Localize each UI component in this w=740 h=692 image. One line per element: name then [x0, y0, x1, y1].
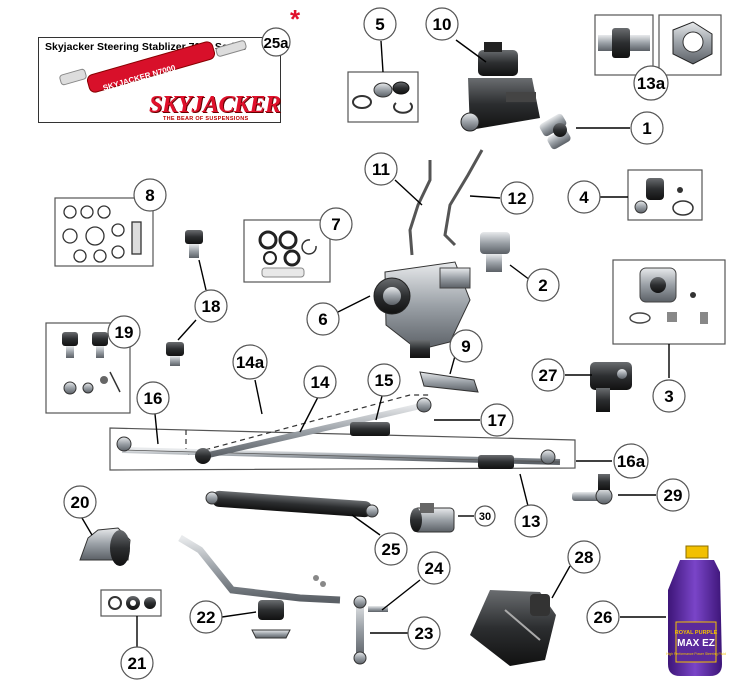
- callout-14: 14: [311, 373, 330, 392]
- bushing-kit-image: [108, 596, 156, 610]
- sway-bar-bushing-image: [251, 600, 291, 639]
- callout-2: 2: [538, 276, 547, 295]
- callout-10: 10: [433, 15, 452, 34]
- gearbox-skid-plate-image: [470, 590, 556, 666]
- sector-seal-kit-image: [258, 230, 317, 278]
- bottle-subtitle-label: High Performance Power Steering Fluid: [666, 652, 726, 656]
- adjuster-clamp-image: [410, 503, 455, 533]
- callout-23: 23: [415, 624, 434, 643]
- pitman-arm-image: [419, 371, 479, 393]
- drag-link-group-box: [109, 427, 576, 471]
- callout-4: 4: [579, 188, 589, 207]
- steering-stabilizer-shock-image: [205, 490, 379, 518]
- callout-30: 30: [479, 511, 491, 523]
- callout-6: 6: [318, 310, 327, 329]
- callout-25a: 25a: [263, 35, 289, 52]
- pitman-seal-kit-image: [634, 178, 694, 216]
- return-hose-image: [443, 149, 484, 247]
- steering-u-joint-image: [539, 113, 571, 150]
- callout-22: 22: [197, 608, 216, 627]
- callout-8: 8: [145, 186, 154, 205]
- callout-11: 11: [372, 160, 390, 179]
- adjuster-sleeve-image: [598, 28, 650, 58]
- callout-25: 25: [382, 540, 401, 559]
- callout-18: 18: [202, 297, 221, 316]
- tie-rod-ball-joint-image: [166, 230, 203, 366]
- ball-joint-kit-image: [62, 332, 121, 395]
- callout-3: 3: [664, 387, 673, 406]
- bottle-brand-label: ROYAL PURPLE: [675, 630, 718, 636]
- tie-rod-end-image: [572, 474, 613, 505]
- pitman-joint-image: [480, 232, 510, 272]
- skyjacker-logo: SKYJACKER: [149, 92, 281, 118]
- callout-21: 21: [128, 654, 147, 673]
- snap-ring-kit-image: [352, 81, 413, 114]
- gearbox-brace-image: [590, 362, 632, 412]
- callout-12: 12: [508, 189, 527, 208]
- callout-9: 9: [461, 337, 470, 356]
- power-steering-fluid-image: ROYAL PURPLE MAX EZ High Performance Pow…: [666, 545, 726, 676]
- bottle-product-label: MAX EZ: [677, 638, 715, 649]
- callout-13a: 13a: [637, 74, 666, 93]
- callout-25a-circle: [261, 27, 291, 57]
- ad-asterisk: *: [290, 4, 301, 34]
- callout-19: 19: [115, 323, 134, 342]
- callout-16a: 16a: [617, 452, 646, 471]
- callout-15: 15: [375, 371, 394, 390]
- callout-1: 1: [642, 119, 651, 138]
- callout-27: 27: [539, 366, 558, 385]
- steering-boot-image: [79, 527, 131, 566]
- callout-17: 17: [488, 411, 507, 430]
- callout-7: 7: [331, 215, 340, 234]
- knuckle-kit-image: [629, 267, 708, 324]
- pressure-hose-image: [408, 160, 432, 256]
- steering-gearbox-image: [373, 261, 471, 358]
- steering-stabilizer-image: SKYJACKER N7000: [59, 40, 247, 93]
- callout-13: 13: [522, 512, 541, 531]
- tie-rod-group-outline: [185, 394, 430, 456]
- gearbox-rebuild-kit-image: [62, 205, 142, 263]
- callout-29: 29: [664, 486, 683, 505]
- sway-bar-link-image: [353, 595, 388, 665]
- tie-rod-image: [116, 397, 561, 469]
- callout-14a: 14a: [236, 353, 265, 372]
- callout-5: 5: [375, 15, 384, 34]
- power-steering-pump-image: [460, 42, 540, 132]
- callout-26: 26: [594, 608, 613, 627]
- sway-bar-image: [178, 534, 341, 604]
- callout-20: 20: [71, 493, 90, 512]
- callout-28: 28: [575, 548, 594, 567]
- skyjacker-tagline: THE BEAR OF SUSPENSIONS: [163, 116, 249, 122]
- callout-16: 16: [144, 389, 163, 408]
- callout-24: 24: [425, 559, 444, 578]
